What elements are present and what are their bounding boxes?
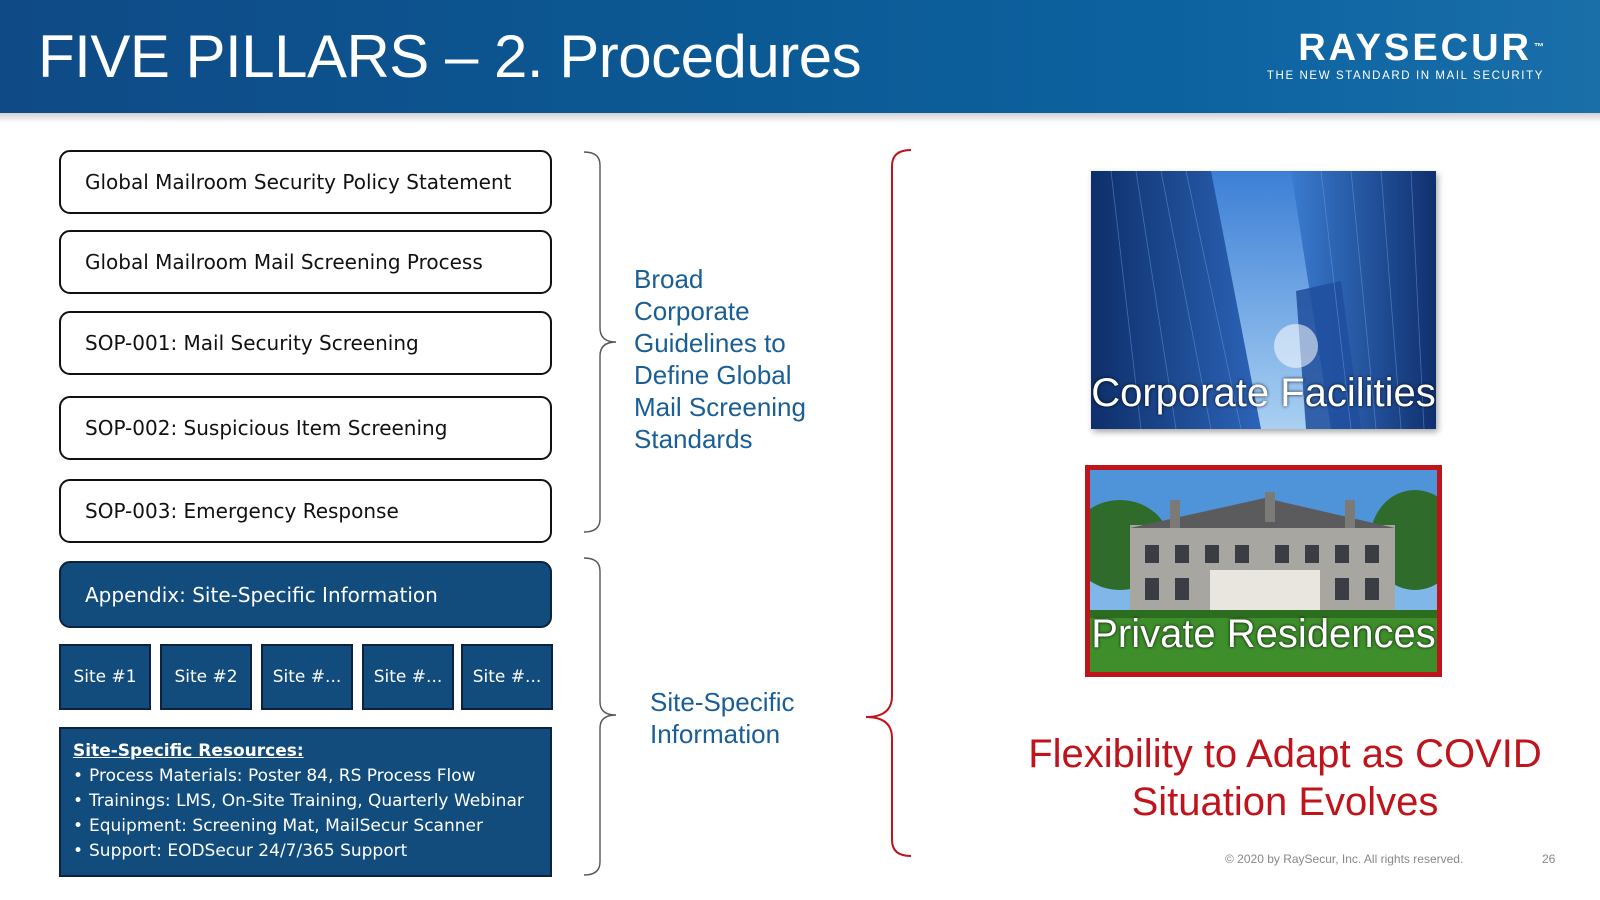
site-box: Site #...	[261, 644, 353, 710]
site-specific-label: Site-Specific Information	[650, 687, 795, 749]
corporate-facilities-label: Corporate Facilities	[1091, 371, 1436, 415]
policy-box: Global Mailroom Security Policy Statemen…	[59, 150, 552, 214]
site-resources-box: Site-Specific Resources: •Process Materi…	[59, 727, 552, 877]
appendix-box: Appendix: Site-Specific Information	[59, 561, 552, 628]
site-box: Site #...	[362, 644, 454, 710]
policy-box: Global Mailroom Mail Screening Process	[59, 230, 552, 294]
big-red-brace	[865, 149, 912, 857]
policy-box: SOP-003: Emergency Response	[59, 479, 552, 543]
resources-title: Site-Specific Resources:	[73, 741, 304, 761]
resource-item: •Support: EODSecur 24/7/365 Support	[73, 841, 408, 861]
site-box: Site #...	[461, 644, 553, 710]
copyright-footer: © 2020 by RaySecur, Inc. All rights rese…	[1225, 852, 1464, 866]
broad-guidelines-label: Broad Corporate Guidelines to Define Glo…	[634, 264, 806, 454]
policy-box: SOP-002: Suspicious Item Screening	[59, 396, 552, 460]
policy-brace	[583, 151, 617, 533]
private-residences-label: Private Residences	[1091, 612, 1436, 656]
corporate-facilities-image: Corporate Facilities	[1091, 171, 1436, 429]
logo-tagline: THE NEW STANDARD IN MAIL SECURITY	[1266, 70, 1544, 82]
page-number: 26	[1542, 852, 1556, 866]
resource-item: •Trainings: LMS, On-Site Training, Quart…	[73, 791, 524, 811]
resource-item: •Equipment: Screening Mat, MailSecur Sca…	[73, 816, 483, 836]
resource-item: •Process Materials: Poster 84, RS Proces…	[73, 766, 476, 786]
site-brace	[583, 557, 617, 876]
slide-title: FIVE PILLARS – 2. Procedures	[38, 23, 862, 90]
policy-box: SOP-001: Mail Security Screening	[59, 311, 552, 375]
flexibility-statement: Flexibility to Adapt as COVID Situation …	[1028, 732, 1542, 824]
site-box: Site #1	[59, 644, 151, 710]
private-residences-image: Private Residences	[1085, 465, 1442, 677]
site-box: Site #2	[160, 644, 252, 710]
